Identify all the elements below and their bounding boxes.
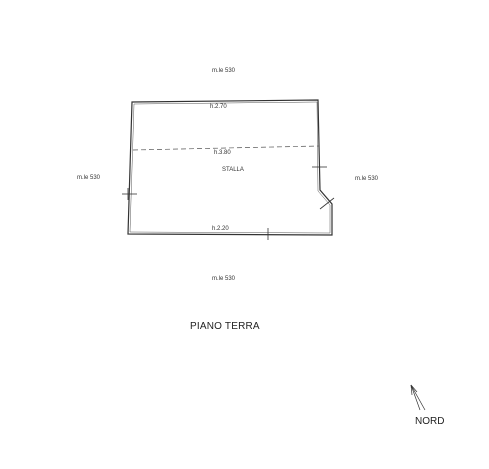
room-label: STALLA — [222, 167, 244, 173]
opening-mark-southeast — [319, 197, 335, 210]
height-label-mid: h.3.80 — [214, 150, 231, 156]
height-label-bottom: h.2.20 — [212, 226, 229, 232]
north-arrow-icon — [410, 384, 426, 411]
neighbor-label-west: m.le 530 — [77, 175, 101, 181]
neighbor-label-north: m.le 530 — [212, 68, 236, 74]
neighbor-label-south: m.le 530 — [212, 276, 236, 282]
floor-title: PIANO TERRA — [190, 321, 260, 332]
building-outline — [127, 99, 333, 236]
building-outline-inner — [129, 101, 331, 234]
north-label: NORD — [415, 416, 445, 427]
dashed-height-line — [132, 145, 320, 151]
height-label-top: h.2.70 — [210, 104, 227, 110]
neighbor-label-east: m.le 530 — [355, 176, 379, 182]
